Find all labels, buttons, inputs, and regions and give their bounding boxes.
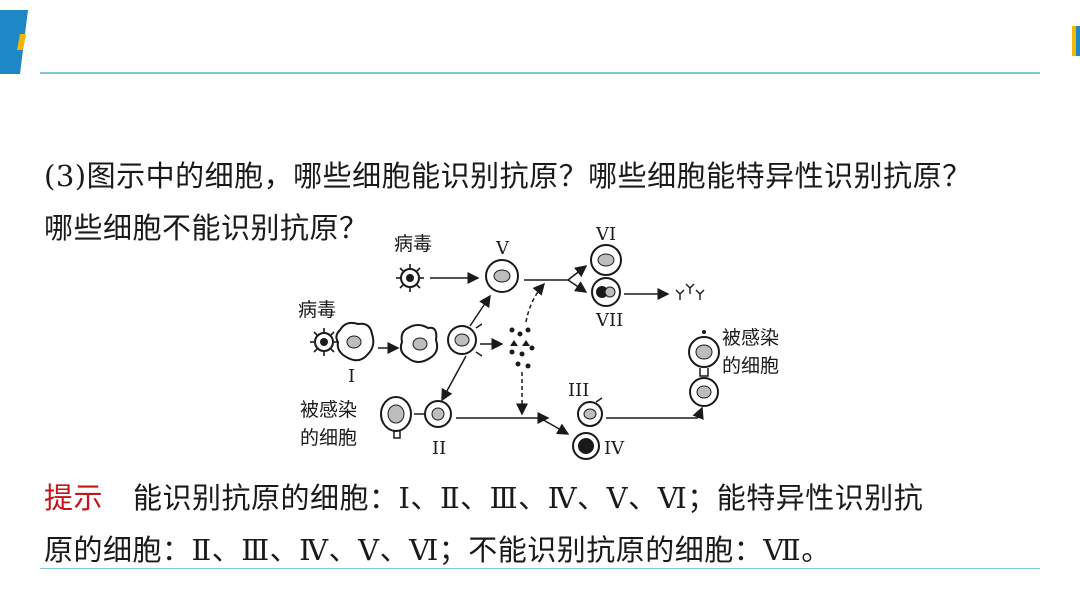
virus-top-icon [396,264,424,292]
helper-t-cell [447,323,483,357]
cell-label-ii: II [432,438,446,459]
answer-line-2: 原的细胞：Ⅱ、Ⅲ、Ⅳ、Ⅴ、Ⅵ；不能识别抗原的细胞：Ⅶ。 [44,533,831,567]
cell-label-i: I [348,366,355,387]
cell-v [485,259,519,293]
footer-rule [40,568,1040,569]
activated-cell [399,324,439,363]
virus-label-top: 病毒 [394,233,432,255]
header-rule [40,72,1040,74]
cell-ii [414,400,452,428]
antibody-icons [675,283,705,300]
cell-label-iii: III [568,380,589,401]
virus-label-left: 病毒 [298,299,336,321]
answer-line-1-text: 能识别抗原的细胞：Ⅰ、Ⅱ、Ⅲ、Ⅳ、Ⅴ、Ⅵ；能特异性识别抗 [133,481,924,515]
cell-label-vii: VII [595,310,623,331]
infected-cell-right [688,330,720,377]
cell-label-iv: IV [604,438,625,459]
cell-vi [590,244,622,276]
infected-label-right-2: 的细胞 [722,355,779,377]
cell-i [335,321,375,362]
answer-line-1: 提示能识别抗原的细胞：Ⅰ、Ⅱ、Ⅲ、Ⅳ、Ⅴ、Ⅵ；能特异性识别抗 [44,472,1044,524]
infected-label-left-1: 被感染 [300,399,357,421]
infected-cell-left [380,396,412,439]
cell-iii [577,397,603,427]
cell-vii [591,277,621,307]
question-line-2: 哪些细胞不能识别抗原？ [44,211,369,245]
immune-response-diagram: 病毒 病毒 被感染 的细胞 被感染 的细胞 V VI VII [298,224,779,460]
question-text: (3)图示中的细胞，哪些细胞能识别抗原？哪些细胞能特异性识别抗原？ 哪些细胞不能… [44,150,1044,254]
cell-iv [572,432,600,460]
question-line-1: (3)图示中的细胞，哪些细胞能识别抗原？哪些细胞能特异性识别抗原？ [44,159,972,193]
virus-left-icon [310,328,338,356]
hint-label: 提示 [44,481,104,515]
infected-label-left-2: 的细胞 [300,427,357,449]
cell-label-v: V [495,238,510,259]
effector-t-cell [689,377,719,407]
lymphokine-dots [509,327,535,369]
infected-label-right-1: 被感染 [722,327,779,349]
cell-label-vi: VI [595,224,616,245]
answer-text: 提示能识别抗原的细胞：Ⅰ、Ⅱ、Ⅲ、Ⅳ、Ⅴ、Ⅵ；能特异性识别抗 原的细胞：Ⅱ、Ⅲ、… [44,472,1044,576]
corner-decoration-left [0,10,28,74]
corner-decoration-right [1072,26,1080,56]
